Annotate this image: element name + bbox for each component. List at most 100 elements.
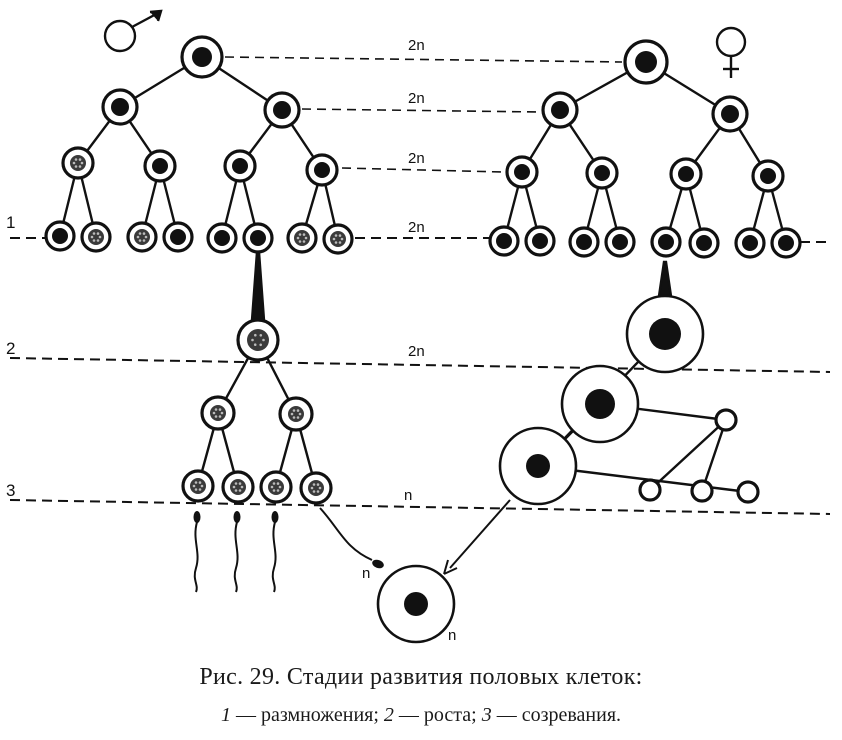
cell-nucleus <box>111 98 129 116</box>
spermatogonium-cell <box>180 35 224 79</box>
cell-nucleus <box>190 478 206 494</box>
sperm-head <box>271 511 279 523</box>
polar-body-cell <box>736 480 760 504</box>
spermatogonium-cell <box>143 149 177 183</box>
nucleus-speckle <box>74 158 78 161</box>
nucleus-speckle <box>334 241 338 244</box>
fertilised-egg-cell <box>376 564 456 644</box>
nucleus-speckle <box>302 233 306 236</box>
nucleus-speckle <box>278 485 282 489</box>
nucleus-speckle <box>200 484 204 488</box>
cell-membrane <box>736 480 760 504</box>
cell-nucleus <box>496 233 512 249</box>
cell-membrane <box>690 479 714 503</box>
nucleus-speckle <box>138 239 142 242</box>
cell-nucleus <box>721 105 739 123</box>
cell-nucleus <box>134 229 150 245</box>
nucleus-speckle <box>292 416 296 419</box>
nucleus-speckle <box>270 485 274 489</box>
stage-number: 3 <box>6 481 15 500</box>
nucleus-speckle <box>142 239 146 242</box>
cell-nucleus <box>210 405 226 421</box>
nucleus-speckle <box>298 412 302 416</box>
cell-nucleus <box>404 592 428 616</box>
spermatid-cell <box>221 470 255 504</box>
nucleus-speckle <box>296 416 300 419</box>
nucleus-speckle <box>238 489 242 492</box>
oogonium-cell <box>524 225 556 257</box>
tree-edge <box>700 418 728 493</box>
cell-nucleus <box>308 480 324 496</box>
nucleus-speckle <box>292 409 296 412</box>
nucleus-speckle <box>198 481 202 484</box>
cell-nucleus <box>192 47 212 67</box>
cell-nucleus <box>594 165 610 181</box>
nucleus-speckle <box>272 489 276 492</box>
oogonium-cell <box>650 226 682 258</box>
nucleus-speckle <box>238 482 242 485</box>
legend-num-2: 2 <box>383 704 394 726</box>
nucleus-speckle <box>318 486 322 490</box>
polar-body-cell <box>638 478 662 502</box>
cell-nucleus <box>247 329 269 351</box>
spermatogonium-cell <box>101 88 139 126</box>
nucleus-speckle <box>340 237 344 241</box>
sperm-heads <box>193 511 384 569</box>
oogonium-cell <box>711 95 749 133</box>
nucleus-speckle <box>218 408 222 411</box>
cells <box>44 35 802 644</box>
sperm-tail <box>271 521 277 593</box>
nucleus-speckle <box>251 338 254 342</box>
cell-membrane <box>714 408 738 432</box>
spermatogonium-cell <box>61 146 95 180</box>
ploidy-label: 2n <box>408 90 425 107</box>
nucleus-speckle <box>316 483 320 486</box>
ploidy-link-2 <box>301 108 541 113</box>
nucleus-speckle <box>194 481 198 484</box>
oogonium-cell <box>585 156 619 190</box>
nucleus-speckle <box>304 236 308 240</box>
nucleus-speckle <box>302 240 306 243</box>
oogonium-cell <box>669 157 703 191</box>
nucleus-speckle <box>142 232 146 235</box>
ploidy-label: n <box>404 487 412 504</box>
legend-num-1: 1 <box>220 704 231 726</box>
legend-text-2: — роста; <box>393 704 482 726</box>
cell-nucleus <box>658 234 674 250</box>
ploidy-link-1 <box>224 56 623 63</box>
male-symbol-icon <box>103 9 163 53</box>
nucleus-speckle <box>232 485 236 489</box>
nucleus-speckle <box>240 485 244 489</box>
nucleus-speckle <box>296 409 300 412</box>
nucleus-speckle <box>212 411 216 415</box>
nucleus-speckle <box>218 415 222 418</box>
spermatogonium-cell <box>206 222 238 254</box>
oogonium-cell <box>568 226 600 258</box>
cell-nucleus <box>532 233 548 249</box>
cell-nucleus <box>273 101 291 119</box>
cell-nucleus <box>214 230 230 246</box>
oogonium-cell <box>688 227 720 259</box>
ploidy-label: 2n <box>408 343 425 360</box>
oogonium-cell <box>541 91 579 129</box>
nucleus-speckle <box>80 161 84 165</box>
cell-nucleus <box>742 235 758 251</box>
nucleus-speckle <box>262 338 265 342</box>
nucleus-speckle <box>272 482 276 485</box>
arrow-head <box>443 559 458 575</box>
nucleus-speckle <box>234 482 238 485</box>
ovum-cell <box>498 426 578 506</box>
nucleus-speckle <box>338 234 342 237</box>
secondary-spermatocyte-cell <box>278 396 314 432</box>
oogonium-cell <box>623 39 669 85</box>
cell-nucleus <box>288 406 304 422</box>
spermatogonium-cell <box>286 222 318 254</box>
ploidy-label: 2n <box>408 150 425 167</box>
cell-nucleus <box>330 231 346 247</box>
cell-nucleus <box>88 229 104 245</box>
cell-nucleus <box>294 230 310 246</box>
polar-body-cell <box>714 408 738 432</box>
cell-nucleus <box>551 101 569 119</box>
nucleus-speckle <box>310 486 314 490</box>
